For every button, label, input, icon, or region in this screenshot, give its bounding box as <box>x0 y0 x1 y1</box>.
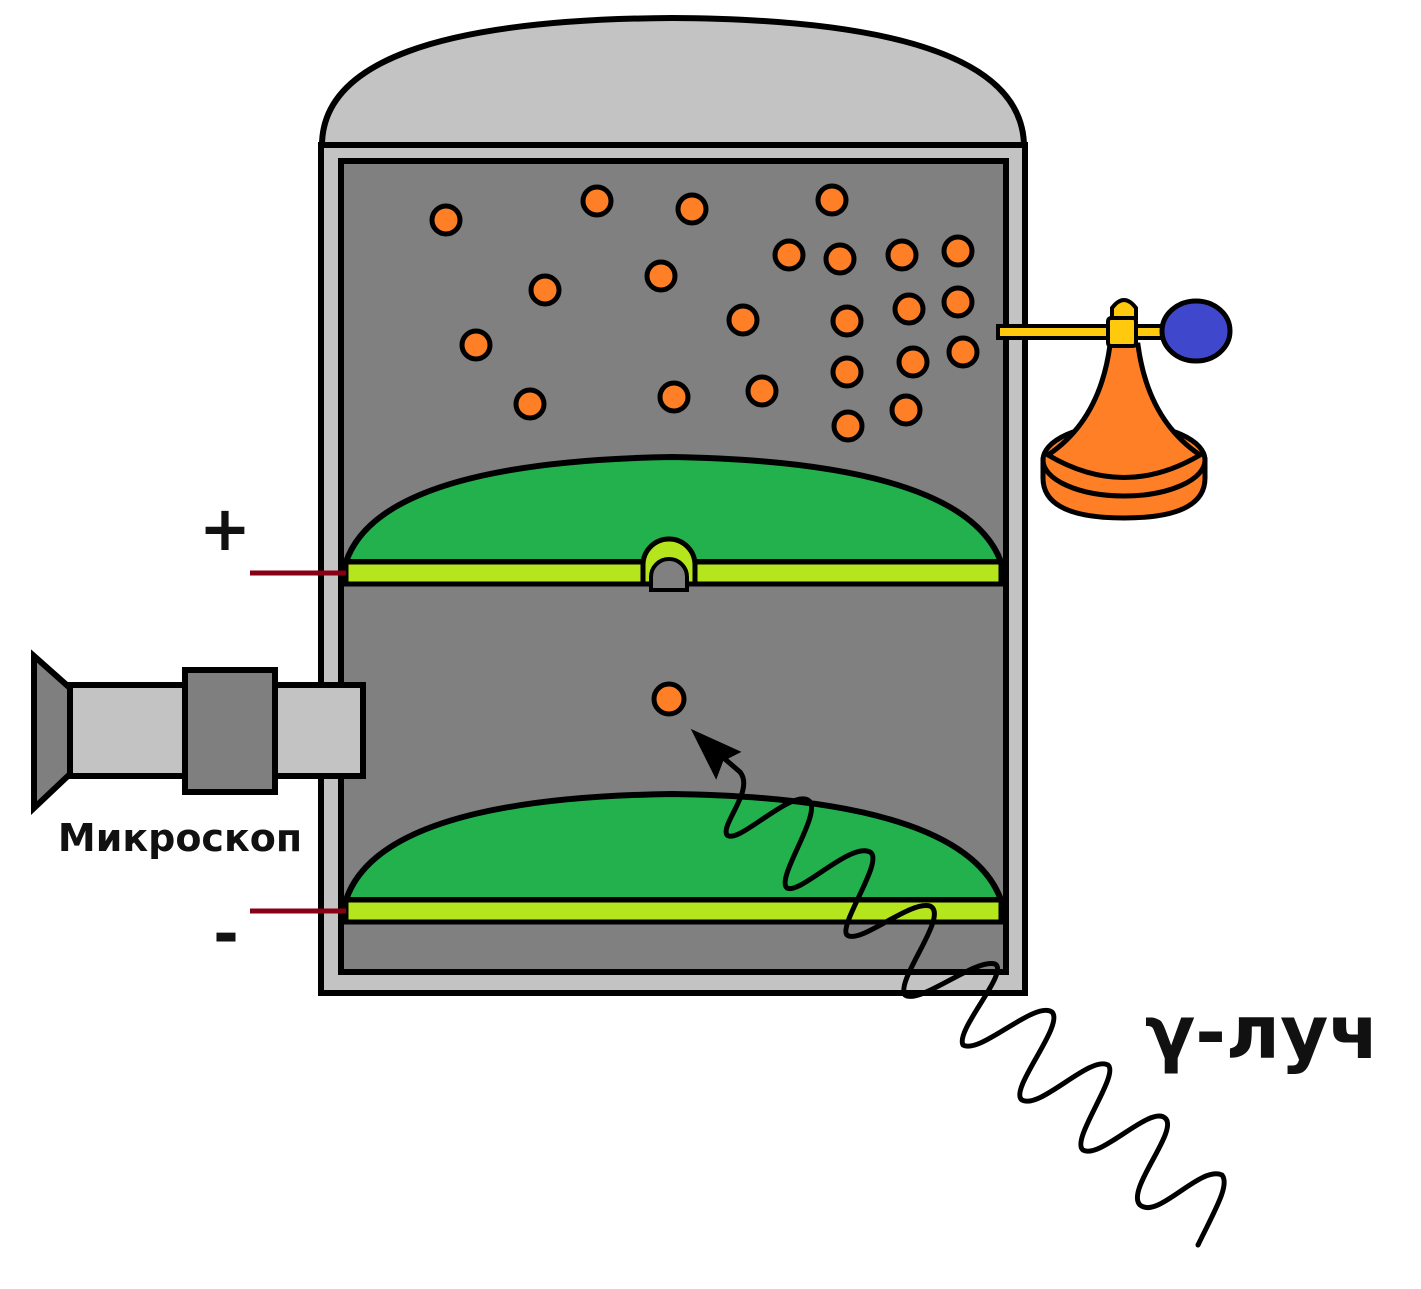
oil-droplet <box>726 303 760 337</box>
positive-terminal-label: + <box>199 492 251 565</box>
microscope-focus-ring <box>182 667 278 795</box>
microscope-middle-tube <box>67 682 191 779</box>
lower-plate-dome <box>341 790 1006 903</box>
oil-droplet <box>815 183 849 217</box>
oil-droplet <box>830 355 864 389</box>
oil-droplet <box>528 273 562 307</box>
gamma-ray-wave <box>694 732 1227 1248</box>
oil-droplet <box>941 234 975 268</box>
negative-terminal-label: - <box>213 897 239 970</box>
upper-plate-dome <box>341 453 1006 565</box>
oil-droplet <box>831 409 865 443</box>
sprayer-nozzle-tube <box>996 324 1125 340</box>
microscope-front-tube <box>268 682 366 779</box>
microscope-icon <box>31 649 366 815</box>
oil-droplet <box>745 374 779 408</box>
oil-droplet <box>772 238 806 272</box>
oil-droplet <box>429 203 463 237</box>
sprayer-cap <box>1110 298 1138 320</box>
plate-hole-inner <box>649 557 689 592</box>
upper-plate <box>341 453 1006 592</box>
droplet-cloud <box>429 183 980 443</box>
sprayer-body <box>1043 342 1205 480</box>
oil-droplet <box>941 285 975 319</box>
microscope-eyepiece <box>31 649 73 815</box>
oil-droplet <box>580 184 614 218</box>
chamber-dome <box>318 14 1028 150</box>
oil-droplet <box>675 192 709 226</box>
atomizer-icon <box>996 298 1233 521</box>
oil-droplet <box>885 238 919 272</box>
oil-droplet <box>459 328 493 362</box>
oil-droplet <box>657 380 691 414</box>
oil-droplet <box>513 387 547 421</box>
lower-plate <box>341 790 1006 925</box>
sprayer-bulb <box>1159 298 1233 364</box>
gamma-ray-label: γ-луч <box>1145 990 1379 1076</box>
oil-droplet <box>823 242 857 276</box>
oil-droplet <box>892 292 926 326</box>
gamma-ray-arrowhead <box>690 728 742 780</box>
microscope-label: Микроскоп <box>58 816 302 860</box>
oil-droplet <box>896 345 930 379</box>
oil-droplet <box>946 335 980 369</box>
oil-droplet <box>644 259 678 293</box>
observed-droplet <box>651 681 687 717</box>
oil-droplet <box>830 304 864 338</box>
sprayer-fitting <box>1106 316 1138 348</box>
oil-droplet <box>889 393 923 427</box>
